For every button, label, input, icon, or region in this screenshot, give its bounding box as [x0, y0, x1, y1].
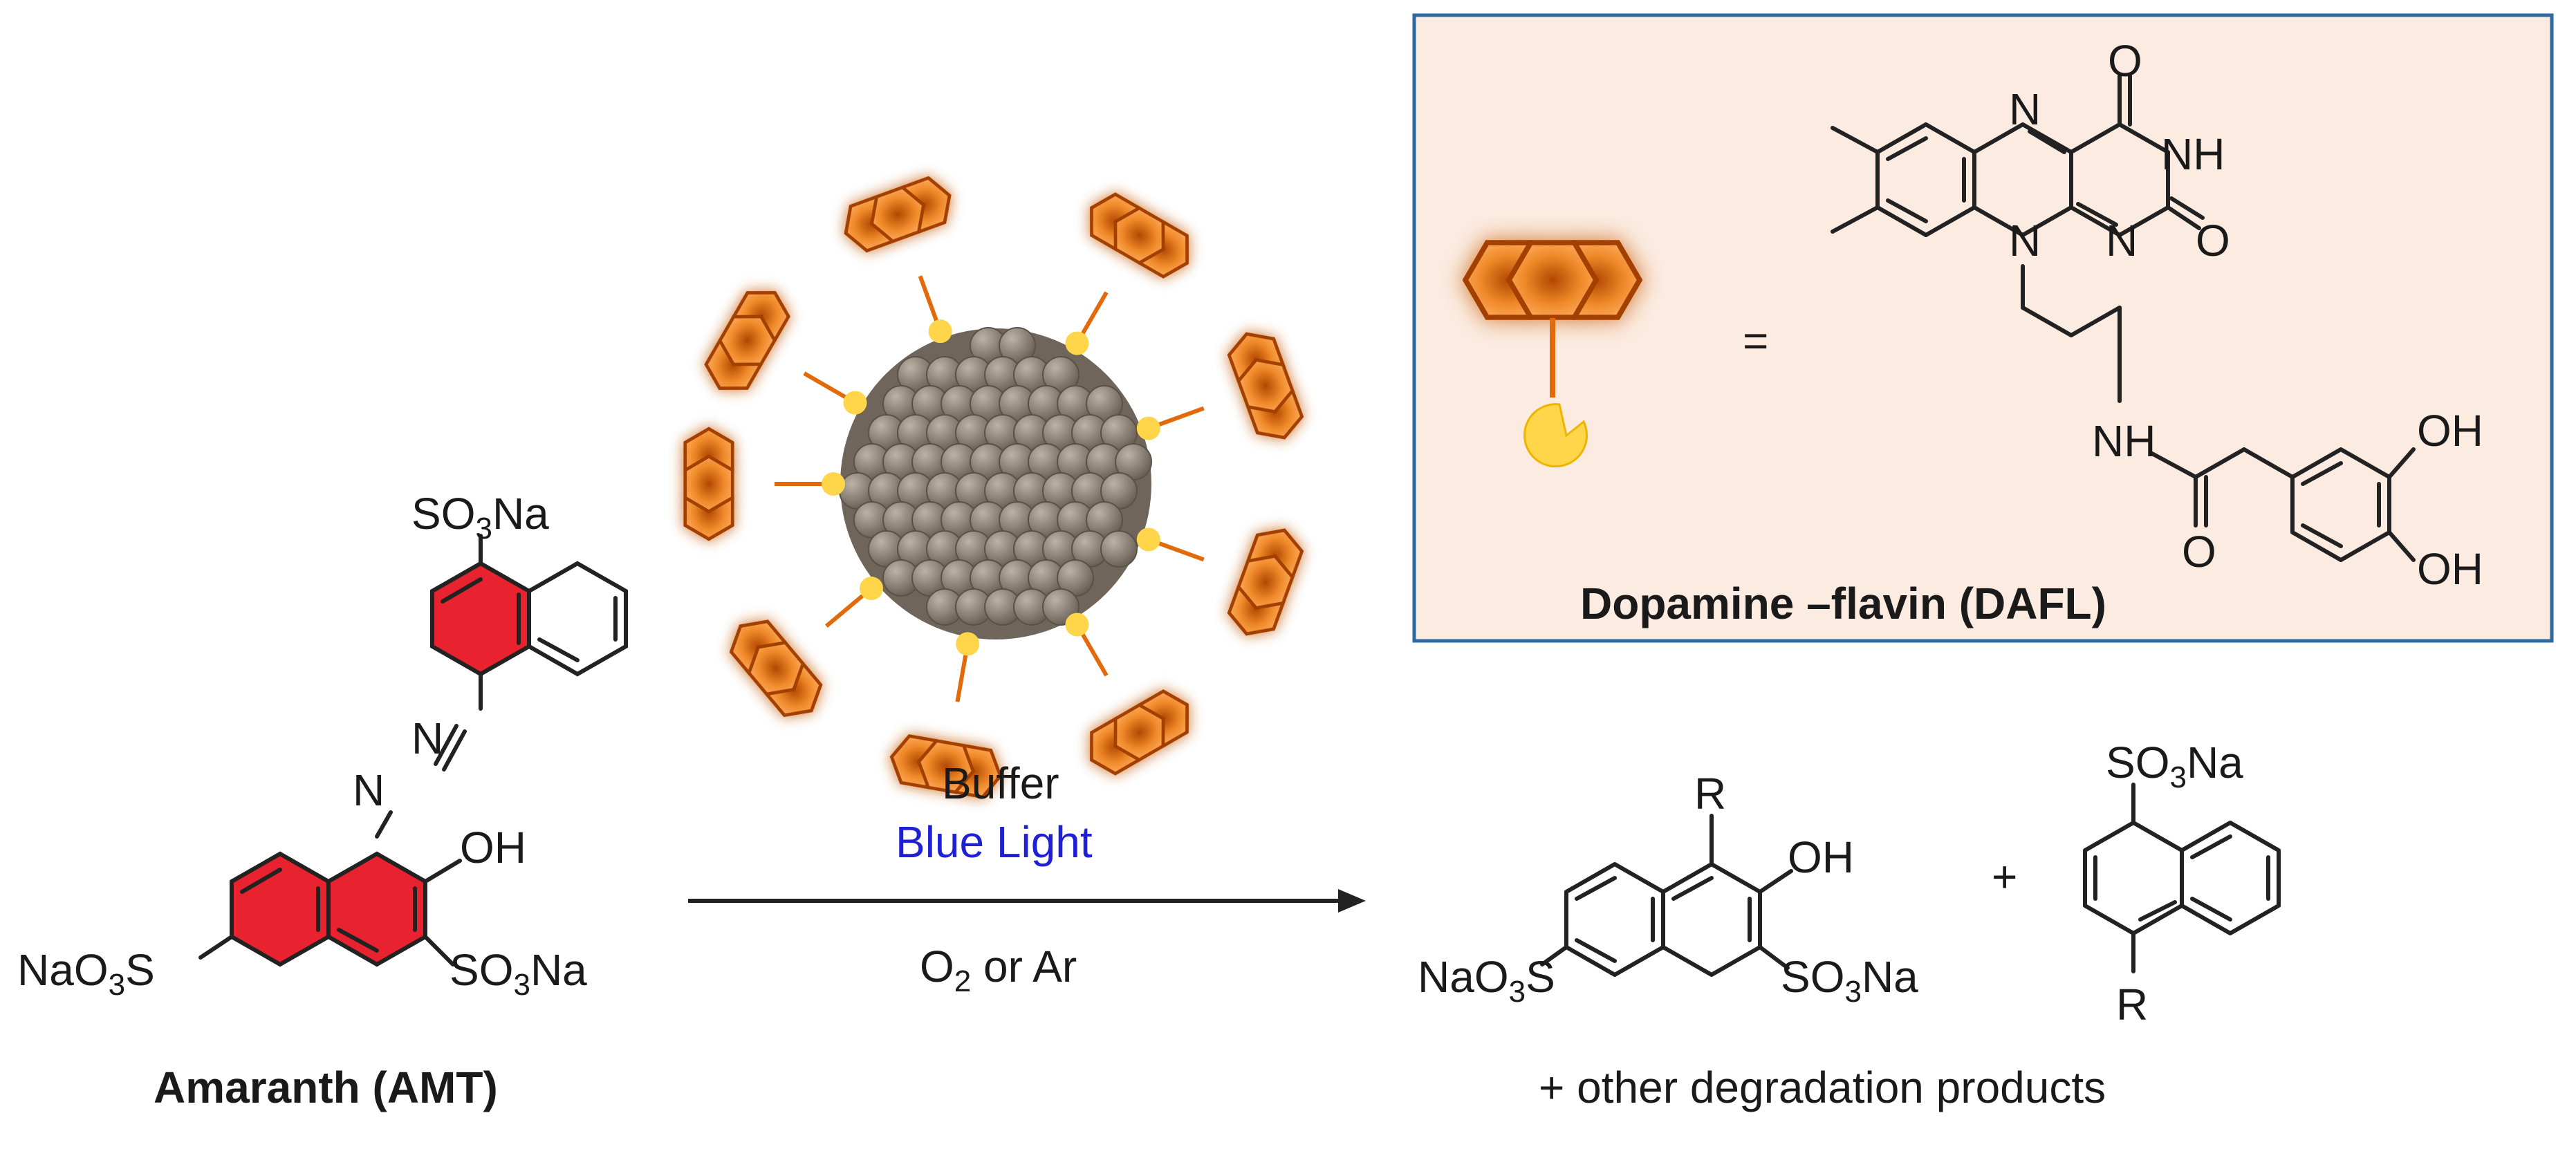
catechol-anchor-icon: [928, 319, 952, 344]
anthracene-flavin-icon: [1465, 243, 1640, 317]
catechol-anchor-icon: [822, 472, 845, 496]
flavin-nh-label: NH: [2161, 129, 2225, 179]
anthracene-flavin-icon: [685, 429, 732, 539]
flavin-n1-label: N: [2106, 216, 2138, 265]
product1-oh-label: OH: [1788, 832, 1854, 882]
condition-buffer: Buffer: [942, 758, 1059, 808]
flavin-o2-label: O: [2196, 216, 2230, 265]
catechol-anchor-icon: [859, 577, 883, 601]
linker-structure: [2021, 264, 2416, 562]
product2-so3na-label: SO3Na: [2106, 738, 2243, 794]
catechol-anchor-icon: [1065, 331, 1089, 355]
azo-n1-label: N: [411, 713, 443, 763]
condition-blue-light: Blue Light: [896, 817, 1093, 867]
flavin-o4-label: O: [2108, 36, 2142, 86]
product-1: [1540, 814, 1793, 977]
anthracene-flavin-icon: [699, 281, 795, 400]
dafl-label: Dopamine –flavin (DAFL): [1580, 579, 2106, 628]
product-2: [2083, 783, 2281, 973]
nanoparticle-sphere-icon: [839, 327, 1152, 639]
catechol-anchor-icon: [843, 391, 867, 415]
product1-nao3s-label: NaO3S: [1418, 952, 1555, 1009]
dafl-nanoparticle: [685, 174, 1307, 800]
anthracene-flavin-icon: [1225, 522, 1307, 642]
other-products-label: + other degradation products: [1539, 1063, 2106, 1112]
catechol-anchor-icon: [956, 632, 980, 656]
lower-naphthalene: [198, 851, 462, 967]
anthracene-flavin-icon: [837, 174, 957, 256]
oh-label: OH: [460, 823, 526, 872]
right-so3na-label: SO3Na: [450, 945, 587, 1002]
product2-r-label: R: [2116, 980, 2148, 1029]
equals-sign: =: [1743, 316, 1768, 366]
anthracene-flavin-icon: [723, 611, 830, 726]
catechol-anchor-icon: [1136, 527, 1160, 552]
reactant-name: Amaranth (AMT): [154, 1063, 498, 1112]
amaranth-structure: SO3Na N N OH NaO3S SO3Na Amaranth (AMT): [17, 489, 628, 1112]
reaction-arrow: [688, 889, 1366, 913]
catechol-oh1-label: OH: [2417, 406, 2483, 456]
catechol-oh2-label: OH: [2417, 544, 2483, 594]
condition-o2-or-ar: O2 or Ar: [920, 942, 1077, 998]
catechol-anchor-icon: [1136, 416, 1160, 440]
flavin-n10-label: N: [2009, 216, 2041, 265]
anthracene-flavin-icon: [1079, 187, 1198, 283]
amide-nh-label: NH: [2092, 416, 2156, 466]
product1-so3na-label: SO3Na: [1781, 952, 1918, 1009]
anthracene-flavin-icon: [1225, 326, 1307, 445]
product1-r-label: R: [1694, 769, 1726, 819]
catechol-anchor-icon: [1523, 403, 1588, 468]
flavin-arms: [685, 174, 1307, 800]
flavin-structure: [1831, 74, 2205, 237]
catechol-anchor-icon: [1065, 613, 1089, 637]
flavin-n5-label: N: [2009, 84, 2041, 134]
plus-sign: +: [1992, 852, 2017, 902]
left-nao3s-label: NaO3S: [17, 945, 155, 1002]
upper-so3na-label: SO3Na: [411, 489, 549, 545]
dafl-box: = N O NH O N N: [1412, 13, 2554, 643]
upper-naphthalene: [430, 534, 628, 711]
azo-n2-label: N: [353, 765, 384, 815]
anthracene-flavin-icon: [1079, 684, 1198, 781]
amide-o-label: O: [2182, 527, 2216, 577]
